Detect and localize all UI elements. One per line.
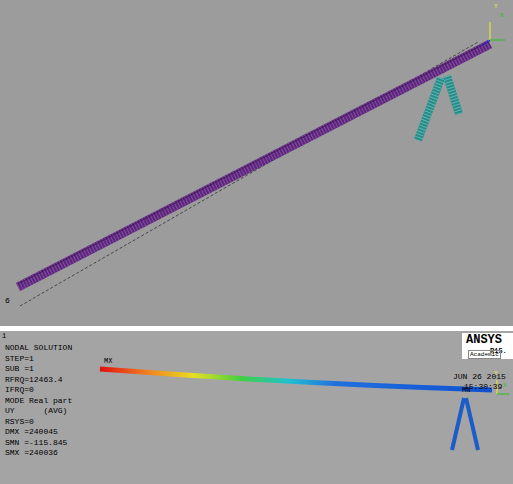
axis-label: Y [494,370,498,377]
support-leg-mesh [418,78,441,140]
substep-info: SUB =1 [5,364,34,373]
beam-edge [18,41,490,284]
support-leg [418,78,441,140]
license-label: Academic [468,350,501,359]
frequency-info: RFRQ=12463.4 [5,375,63,384]
software-logo: ANSYS [466,334,502,347]
result-item: UY (AVG) [5,406,67,415]
viewport-top [0,0,513,326]
beam-mesh-lines [18,44,490,287]
axis-triad [482,22,505,46]
max-value: SMX =240036 [5,448,58,457]
plot-title: NODAL SOLUTION [5,343,72,352]
support-leg [466,398,478,450]
support-leg [447,76,459,114]
step-info: STEP=1 [5,354,34,363]
min-value: SMN =-115.845 [5,438,67,447]
axis-label: X [500,12,504,19]
axis-label: Y [494,3,498,10]
viewport-bottom [0,331,513,484]
max-displacement: DMX =240045 [5,427,58,436]
axis-label: X [503,382,507,389]
support-leg-mesh [447,76,459,114]
mode-shape-beam [100,369,492,390]
beam-mesh [18,44,490,287]
min-marker: MN [462,386,470,394]
logo-box [462,333,513,359]
coordinate-system: RSYS=0 [5,417,34,426]
mode-info: MODE Real part [5,396,72,405]
window-number: 1 [2,332,6,340]
support-leg [452,398,464,450]
date-label: JUN 26 2015 [453,372,506,381]
node-number: 6 [5,296,10,305]
frequency-info: IFRQ=0 [5,385,34,394]
max-marker: MX [104,357,112,365]
